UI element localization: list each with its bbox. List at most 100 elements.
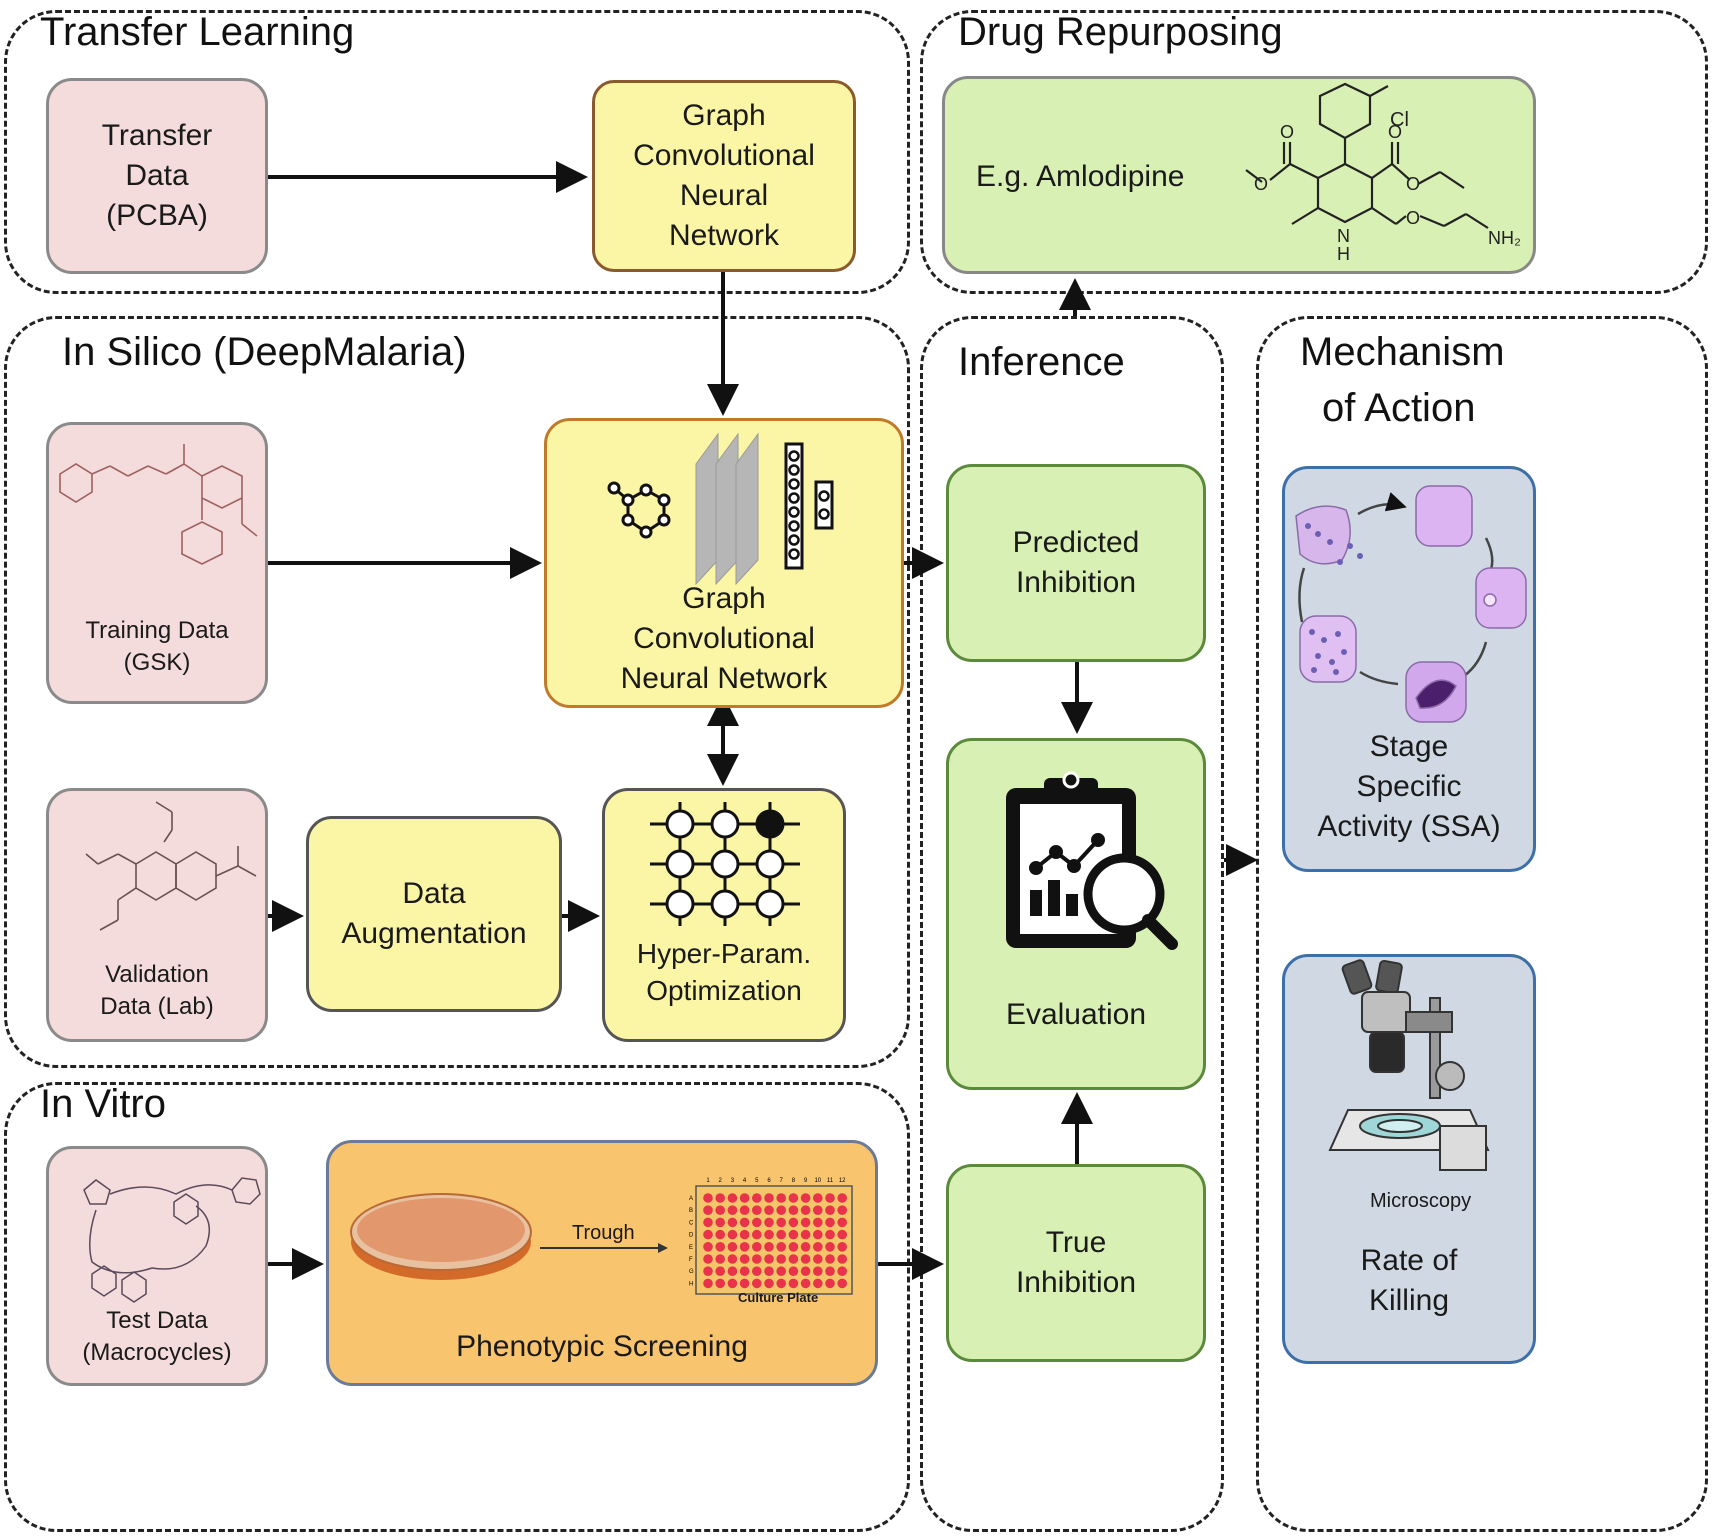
gcnn-top-line4: Network — [668, 218, 780, 252]
inference-title: Inference — [958, 340, 1125, 384]
clipboard-analysis-icon — [1006, 771, 1178, 950]
plate-well — [837, 1266, 847, 1276]
plate-well — [764, 1205, 774, 1215]
transfer-data-line1: Transfer — [101, 119, 213, 153]
plate-well — [703, 1254, 713, 1264]
plate-well — [837, 1242, 847, 1252]
drug-repurposing-panel — [920, 10, 1708, 294]
validation-molecule-icon — [85, 801, 257, 931]
hyperparam-grid-icon — [650, 802, 800, 926]
training-data-line1: Training Data — [85, 617, 229, 645]
plate-well — [800, 1266, 811, 1276]
plate-well — [703, 1193, 713, 1203]
plate-well — [788, 1278, 799, 1289]
plate-well — [788, 1254, 799, 1264]
plate-well — [752, 1242, 762, 1252]
plate-well — [813, 1205, 823, 1215]
plate-well — [837, 1278, 847, 1289]
plate-well — [715, 1254, 725, 1264]
plate-well — [752, 1217, 762, 1228]
plate-well — [715, 1229, 725, 1240]
plate-well — [776, 1205, 786, 1215]
plate-well — [837, 1193, 847, 1203]
plate-well — [739, 1229, 750, 1240]
plate-well — [715, 1205, 725, 1215]
plate-well — [752, 1266, 762, 1276]
transfer-data-line2: Data — [125, 159, 189, 193]
plate-column-label: 1 — [706, 1178, 710, 1184]
ssa-line2: Specific — [1356, 770, 1462, 804]
amlodipine-box — [942, 76, 1536, 274]
plate-well — [727, 1229, 738, 1240]
plate-well — [825, 1193, 835, 1203]
training-data-line2: (GSK) — [123, 649, 191, 677]
chlorine-label: Cl — [1390, 109, 1409, 131]
trough-arrow — [540, 1243, 668, 1253]
plate-well — [727, 1242, 738, 1252]
plate-row-label: H — [689, 1281, 693, 1287]
plate-column-label: 2 — [719, 1178, 723, 1184]
training-molecule-icon — [59, 444, 258, 565]
plate-well — [715, 1217, 725, 1228]
plate-well — [776, 1229, 786, 1240]
plate-well — [739, 1217, 750, 1228]
transfer-data-box: Transfer Data (PCBA) — [46, 78, 268, 274]
plate-well — [727, 1217, 738, 1228]
culture-plate-label: Culture Plate — [738, 1290, 819, 1305]
data-augmentation-line2: Augmentation — [341, 917, 527, 950]
hyperparam-line2: Optimization — [646, 974, 802, 1006]
plate-well — [800, 1254, 811, 1264]
plate-well — [788, 1193, 799, 1203]
plate-well — [800, 1242, 811, 1252]
in-silico-panel — [4, 316, 910, 1068]
amine-label: NH₂ — [1488, 228, 1521, 248]
plate-well — [715, 1278, 725, 1289]
phenotypic-screening-label: Phenotypic Screening — [456, 1330, 748, 1364]
plate-well — [752, 1229, 762, 1240]
plate-well — [825, 1254, 835, 1264]
plate-column-label: 10 — [814, 1178, 821, 1184]
plate-well — [800, 1278, 811, 1289]
ssa-line3: Activity (SSA) — [1317, 810, 1501, 844]
plate-well — [825, 1278, 835, 1289]
plate-well — [752, 1205, 762, 1215]
plate-well — [703, 1217, 713, 1228]
plate-well — [715, 1242, 725, 1252]
plate-well — [788, 1242, 799, 1252]
plate-well — [739, 1193, 750, 1203]
transfer-data-line3: (PCBA) — [106, 198, 208, 232]
plate-well — [837, 1205, 847, 1215]
plate-well — [813, 1193, 823, 1203]
ssa-line1: Stage — [1369, 730, 1449, 764]
plate-well — [764, 1217, 774, 1228]
plate-well — [776, 1193, 786, 1203]
validation-data-line2: Data (Lab) — [100, 993, 214, 1021]
plate-well — [764, 1193, 774, 1203]
plate-well — [764, 1229, 774, 1240]
macrocycle-molecule-icon — [83, 1177, 261, 1303]
data-augmentation-line1: Data — [402, 877, 466, 911]
plate-well — [727, 1193, 738, 1203]
hydrogen-label: H — [1337, 244, 1350, 264]
plate-well — [752, 1254, 762, 1264]
microscope-icon — [1328, 959, 1490, 1171]
plate-row-label: D — [689, 1233, 694, 1239]
oxygen-label-2: O — [1254, 174, 1268, 194]
test-data-box: Test Data (Macrocycles) — [46, 1146, 268, 1386]
plate-well — [764, 1254, 774, 1264]
predicted-inhibition-line2: Inhibition — [1015, 566, 1137, 599]
plate-well — [739, 1278, 750, 1289]
plate-well — [727, 1278, 738, 1289]
plate-well — [788, 1217, 799, 1228]
plate-well — [788, 1229, 799, 1240]
plate-well — [764, 1266, 774, 1276]
plate-column-label: 11 — [827, 1178, 834, 1184]
test-data-line1: Test Data — [106, 1307, 208, 1335]
plate-row-label: A — [689, 1196, 693, 1202]
plate-column-label: 9 — [804, 1178, 808, 1184]
plate-well — [825, 1242, 835, 1252]
in-vitro-title: In Vitro — [40, 1082, 166, 1126]
plate-well — [788, 1266, 799, 1276]
plate-well — [800, 1193, 811, 1203]
